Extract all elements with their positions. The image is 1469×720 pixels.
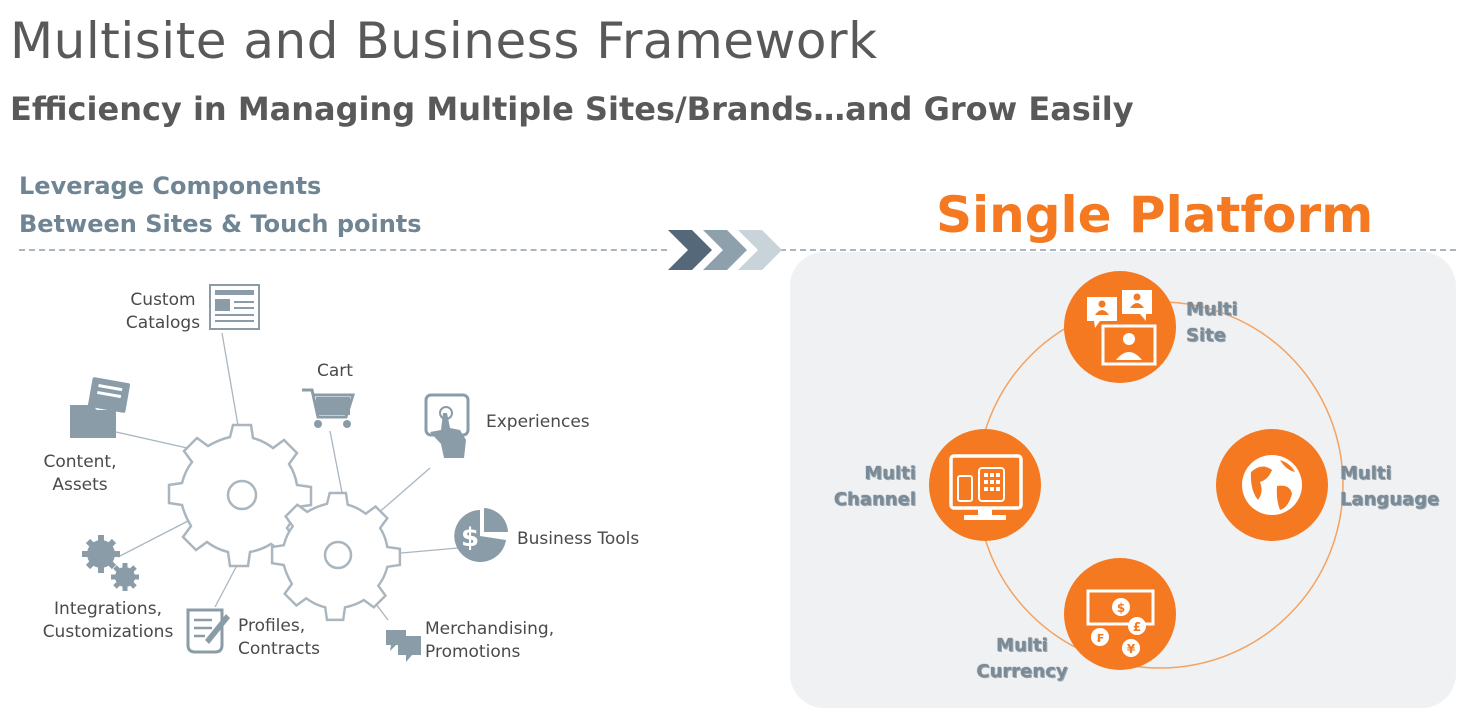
right-dashed-divider bbox=[780, 249, 1456, 251]
monitor-devices-icon bbox=[929, 429, 1041, 541]
chevron-arrows-icon bbox=[668, 230, 782, 270]
gear-icon bbox=[270, 491, 402, 622]
chat-bubbles-icon bbox=[386, 630, 421, 662]
custom-catalogs-line1: Custom bbox=[130, 290, 196, 310]
multi-channel-line1: Multi bbox=[864, 463, 916, 484]
multi-channel-line2: Channel bbox=[833, 489, 916, 510]
multi-currency-label: Multi Currency bbox=[972, 633, 1072, 685]
currency-note-icon: $ ₣ £ ¥ bbox=[1064, 558, 1176, 670]
multi-site-line1: Multi bbox=[1186, 299, 1238, 320]
single-platform-title: Single Platform bbox=[936, 186, 1374, 244]
pie-dollar-icon: $ bbox=[454, 508, 508, 562]
multi-currency-line1: Multi bbox=[996, 635, 1048, 656]
multi-site-label: Multi Site bbox=[1186, 297, 1238, 349]
folder-icon bbox=[70, 377, 130, 438]
contract-icon bbox=[186, 608, 230, 654]
leverage-heading-line1: Leverage Components bbox=[19, 172, 322, 200]
business-tools-label: Business Tools bbox=[517, 529, 640, 549]
page-title: Multisite and Business Framework bbox=[10, 12, 878, 70]
merchandising-label: Merchandising, Promotions bbox=[425, 618, 554, 664]
leverage-heading-line2: Between Sites & Touch points bbox=[19, 210, 422, 238]
catalog-icon bbox=[209, 284, 260, 330]
profiles-line1: Profiles, bbox=[238, 616, 306, 636]
multi-language-line2: Language bbox=[1340, 489, 1440, 510]
multi-channel-label: Multi Channel bbox=[826, 461, 916, 513]
merchandising-line1: Merchandising, bbox=[425, 619, 555, 639]
small-gears-icon bbox=[82, 535, 139, 591]
svg-text:¥: ¥ bbox=[1127, 642, 1136, 656]
gear-icon bbox=[167, 423, 313, 568]
profiles-label: Profiles, Contracts bbox=[238, 615, 320, 661]
globe-icon bbox=[1216, 429, 1328, 541]
content-assets-line1: Content, bbox=[43, 452, 117, 472]
merchandising-line2: Promotions bbox=[425, 642, 521, 662]
cart-label: Cart bbox=[317, 361, 353, 381]
multi-language-line1: Multi bbox=[1340, 463, 1392, 484]
profiles-line2: Contracts bbox=[238, 639, 320, 659]
page-subtitle: Efficiency in Managing Multiple Sites/Br… bbox=[10, 90, 1134, 128]
tablet-touch-icon bbox=[424, 393, 470, 458]
content-assets-line2: Assets bbox=[52, 475, 108, 495]
integrations-label: Integrations, Customizations bbox=[38, 598, 178, 644]
integrations-line2: Customizations bbox=[42, 622, 174, 642]
custom-catalogs-line2: Catalogs bbox=[125, 313, 201, 333]
multi-language-label: Multi Language bbox=[1340, 461, 1439, 513]
experiences-label: Experiences bbox=[486, 412, 590, 432]
svg-text:$: $ bbox=[1117, 601, 1125, 615]
integrations-line1: Integrations, bbox=[54, 599, 162, 619]
custom-catalogs-label: Custom Catalogs bbox=[122, 289, 204, 335]
multi-site-line2: Site bbox=[1186, 325, 1226, 346]
cart-icon bbox=[302, 388, 356, 428]
people-screen-icon bbox=[1064, 271, 1176, 383]
content-assets-label: Content, Assets bbox=[36, 451, 124, 497]
svg-text:£: £ bbox=[1133, 620, 1141, 634]
multi-currency-line2: Currency bbox=[976, 661, 1068, 682]
left-dashed-divider bbox=[19, 249, 667, 251]
svg-text:₣: ₣ bbox=[1096, 632, 1104, 645]
gear-connectors bbox=[115, 332, 459, 621]
svg-text:$: $ bbox=[461, 523, 479, 553]
